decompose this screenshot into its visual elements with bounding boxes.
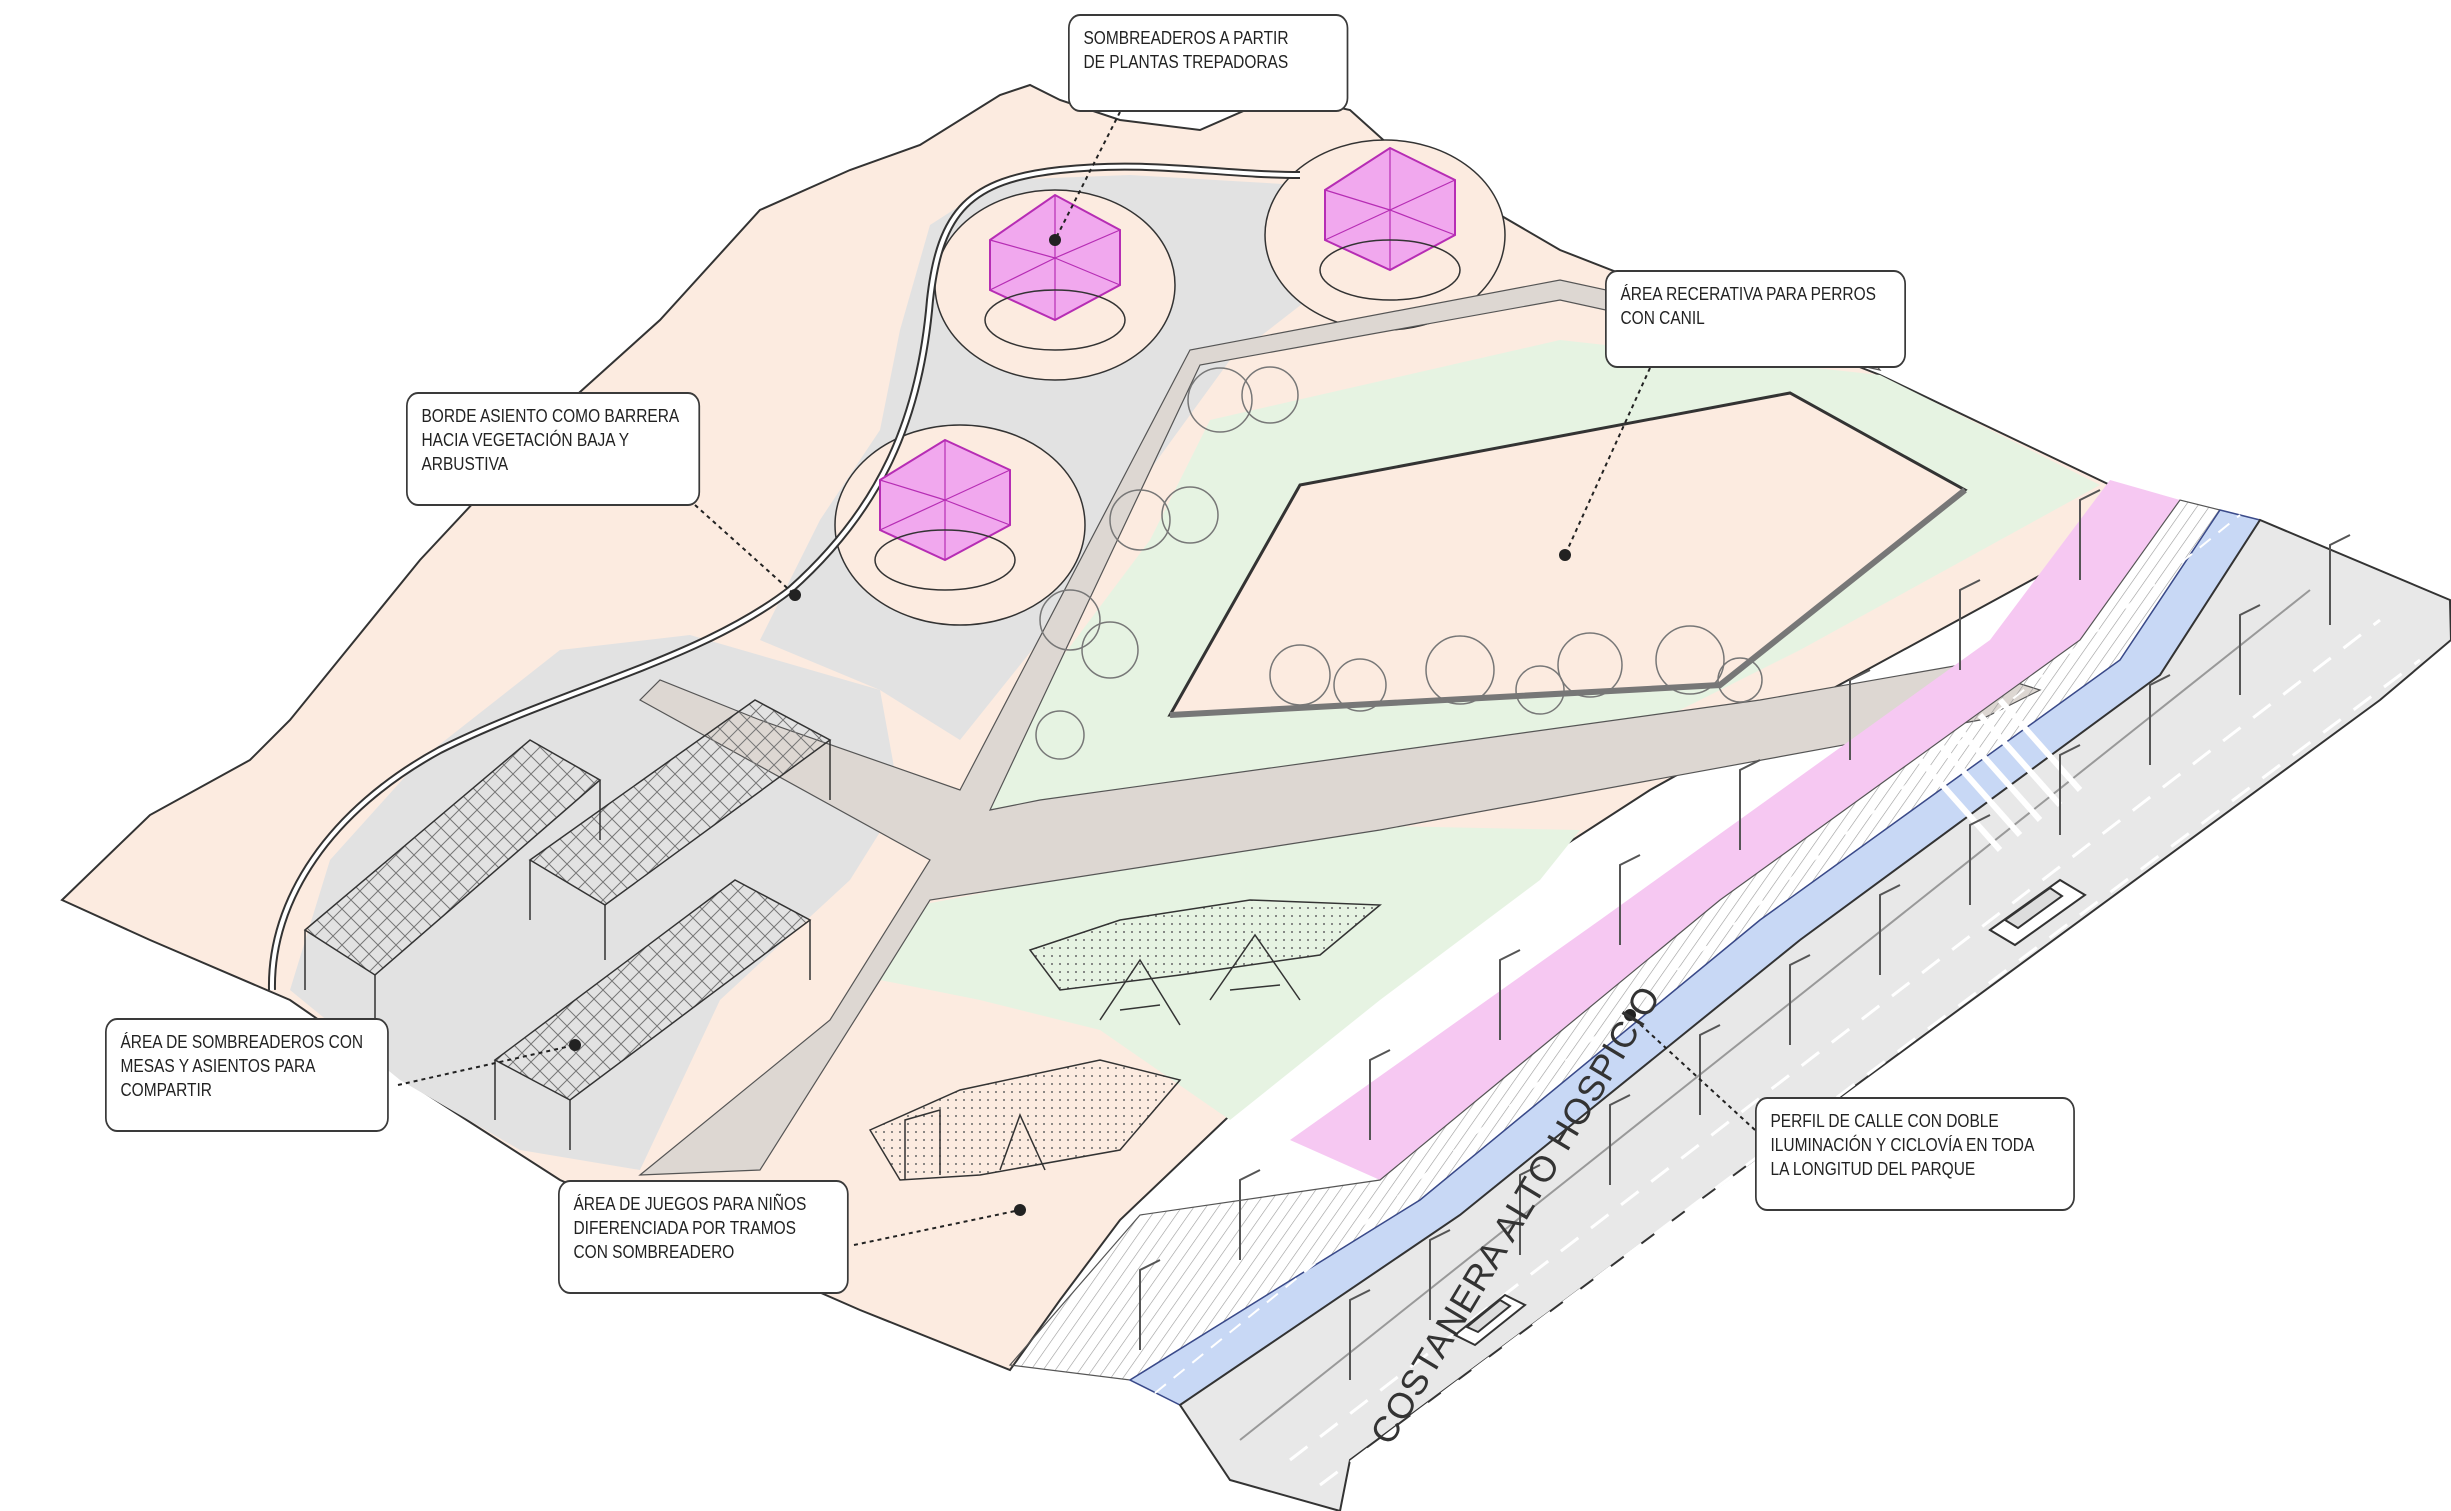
street-lights (1139, 489, 2351, 1380)
crosswalk (1917, 698, 2083, 852)
walkway (638, 279, 2042, 1176)
play-area-shades (868, 899, 1382, 1181)
callout-line: CON SOMBREADERO (573, 1242, 735, 1262)
callout-line: HACIA VEGETACIÓN BAJA Y (421, 430, 630, 450)
callout-line: ILUMINACIÓN Y CICLOVÍA EN TODA (1770, 1135, 2035, 1155)
car-lower (1453, 1293, 1527, 1347)
lawn-lower (880, 825, 1580, 1120)
callout-line: ÁREA DE JUEGOS PARA NIÑOS (573, 1194, 807, 1214)
dog-park-wall (1169, 487, 1967, 718)
callout-line: BORDE ASIENTO COMO BARRERA (421, 406, 680, 426)
callout-line: ÁREA RECERATIVA PARA PERROS (1620, 284, 1876, 304)
magenta-planting-strip (1290, 480, 2180, 1180)
pergola-vine-1 (984, 193, 1126, 351)
callout-line: LA LONGITUD DEL PARQUE (1770, 1159, 1976, 1179)
pergola-vine-2 (1319, 146, 1461, 301)
callout-area-perros: ÁREA RECERATIVA PARA PERROS CON CANIL (1605, 270, 1906, 368)
pergola-vine-3 (874, 438, 1016, 591)
leader-dots (569, 234, 1636, 1216)
callout-line: DIFERENCIADA POR TRAMOS (573, 1218, 796, 1238)
callout-line: MESAS Y ASIENTOS PARA (120, 1056, 316, 1076)
callout-line: COMPARTIR (120, 1080, 212, 1100)
callout-line: CON CANIL (1620, 308, 1705, 328)
leader-lines (397, 111, 1756, 1246)
callout-sombreaderos-plantas: SOMBREADEROS A PARTIR DE PLANTAS TREPADO… (1068, 14, 1349, 112)
callout-area-juegos: ÁREA DE JUEGOS PARA NIÑOS DIFERENCIADA P… (558, 1180, 849, 1294)
trees (1035, 366, 1763, 760)
callout-borde-asiento: BORDE ASIENTO COMO BARRERA HACIA VEGETAC… (406, 392, 701, 506)
callout-line: PERFIL DE CALLE CON DOBLE (1770, 1111, 1999, 1131)
car-upper (1988, 878, 2087, 947)
callout-line: ARBUSTIVA (421, 454, 509, 474)
callout-line: ÁREA DE SOMBREADEROS CON (120, 1032, 364, 1052)
callout-line: SOMBREADEROS A PARTIR (1083, 28, 1289, 48)
road (1178, 518, 2451, 1511)
callout-line: DE PLANTAS TREPADORAS (1083, 52, 1289, 72)
callout-area-sombreaderos-mesas: ÁREA DE SOMBREADEROS CON MESAS Y ASIENTO… (105, 1018, 389, 1132)
callout-perfil-calle: PERFIL DE CALLE CON DOBLE ILUMINACIÓN Y … (1755, 1097, 2075, 1211)
